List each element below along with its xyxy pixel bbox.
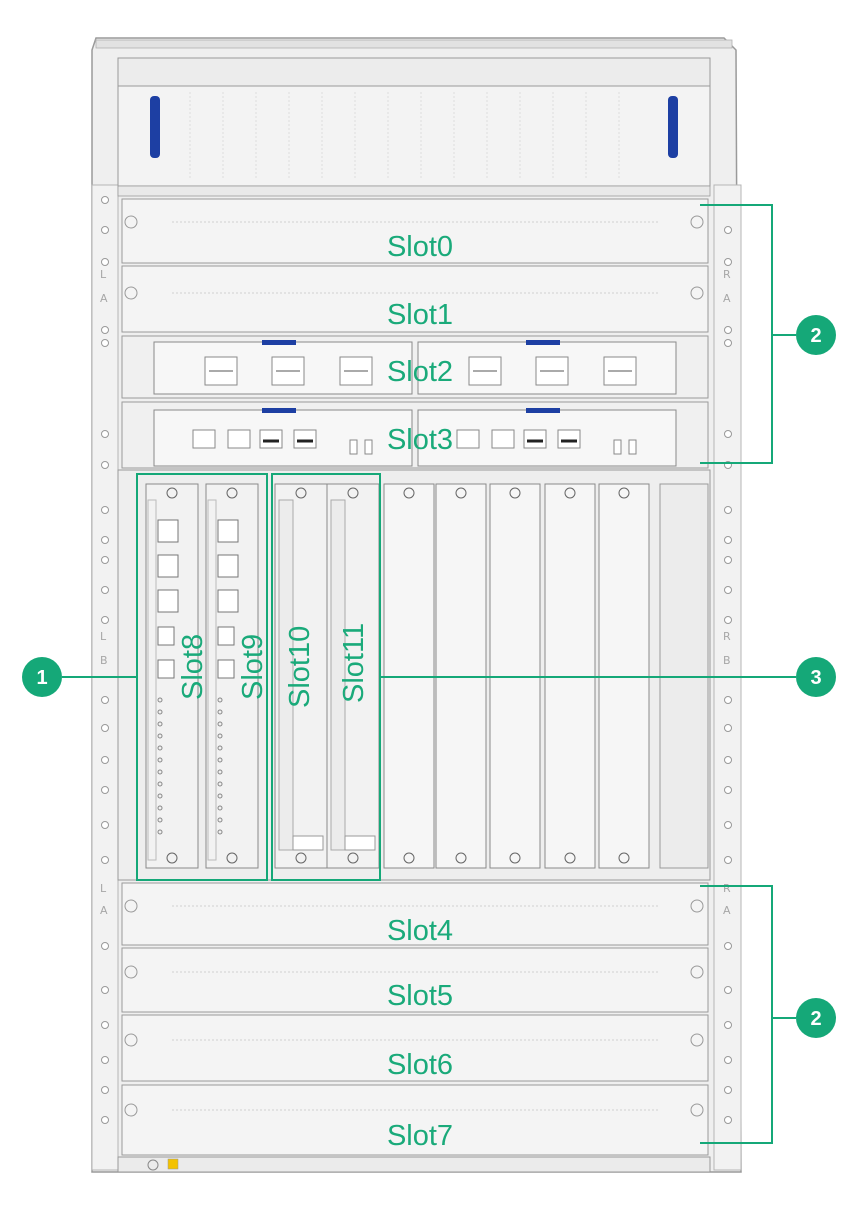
rail-label-right-top-1: R — [723, 268, 731, 281]
slot-label-slot9: Slot9 — [237, 634, 269, 700]
right-handle[interactable] — [668, 96, 678, 158]
rail-label-right-bottom-1: R — [723, 882, 731, 895]
callout-number-2-bottom: 2 — [810, 1008, 821, 1030]
rail-label-left-mid-2: B — [100, 654, 108, 667]
rail-label-right-mid-2: B — [723, 654, 731, 667]
left-handle[interactable] — [150, 96, 160, 158]
top-module-slots: Slot0 Slot1 — [121, 198, 709, 333]
slot-label-slot4: Slot4 — [387, 915, 453, 947]
callout-marker-3: 3 — [796, 657, 836, 697]
slot-label-slot5: Slot5 — [387, 980, 453, 1012]
callout-number-3: 3 — [810, 667, 821, 689]
ground-warning-icon — [167, 1158, 179, 1170]
rail-label-left-bottom-1: L — [100, 882, 107, 895]
chassis-base — [117, 1156, 711, 1173]
bottom-module-slots: Slot4 Slot5 Slot6 Slot7 — [121, 882, 709, 1156]
fan-tray — [117, 57, 711, 197]
rail-label-right-mid-1: R — [723, 630, 731, 643]
callout-marker-2-top: 2 — [796, 315, 836, 355]
callout-number-2-top: 2 — [810, 325, 821, 347]
slot-label-slot7: Slot7 — [387, 1120, 453, 1152]
rail-label-right-top-2: A — [723, 292, 731, 305]
rail-label-left-mid-1: L — [100, 630, 107, 643]
callout-marker-2-bottom: 2 — [796, 998, 836, 1038]
slot-label-slot3: Slot3 — [387, 424, 453, 456]
callout-lines — [62, 204, 796, 1144]
callout-number-1: 1 — [36, 667, 47, 689]
slot-label-slot0: Slot0 — [387, 231, 453, 263]
rail-holes — [101, 196, 732, 1124]
callout-marker-1: 1 — [22, 657, 62, 697]
rail-label-right-bottom-2: A — [723, 904, 731, 917]
interface-module-slots: Slot2 Slot3 — [121, 335, 709, 469]
rail-labels: L A L B L A R A R B R A — [100, 268, 731, 917]
slot-label-slot1: Slot1 — [387, 299, 453, 331]
slot-label-slot2: Slot2 — [387, 356, 453, 388]
rail-label-left-top-1: L — [100, 268, 107, 281]
vertical-card-area: Slot8 Slot9 Slot10 Slot11 — [117, 469, 711, 881]
slot-label-slot6: Slot6 — [387, 1049, 453, 1081]
slot-label-slot10: Slot10 — [284, 626, 316, 708]
slot-label-slot8: Slot8 — [177, 634, 209, 700]
rail-label-left-bottom-2: A — [100, 904, 108, 917]
slot-label-slot11: Slot11 — [338, 623, 370, 703]
rail-label-left-top-2: A — [100, 292, 108, 305]
